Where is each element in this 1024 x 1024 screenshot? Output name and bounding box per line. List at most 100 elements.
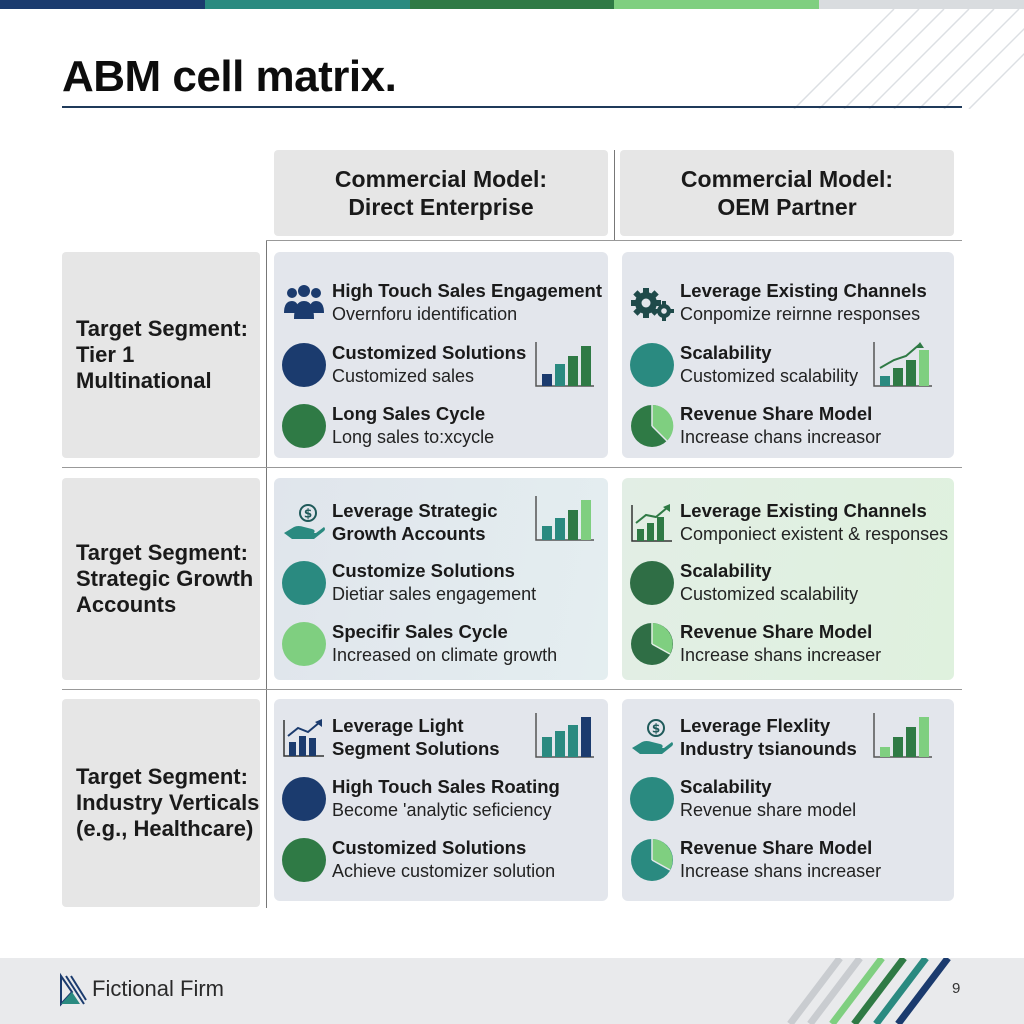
mini-bar-chart-icon	[535, 496, 594, 541]
gears-icon	[630, 281, 674, 325]
svg-text:$: $	[652, 722, 660, 736]
item-title: Leverage Existing Channels	[680, 500, 927, 521]
cell-item: Specifir Sales Cycle Increased on climat…	[274, 619, 608, 669]
page-title: ABM cell matrix.	[62, 52, 397, 101]
item-title: Revenue Share Model	[680, 621, 873, 642]
item-subtitle: Overnforu identification	[332, 304, 518, 324]
pie-icon	[630, 404, 674, 448]
cell-item: Scalability Revenue share model	[622, 774, 954, 824]
decorative-hatch-top-right	[793, 9, 1024, 109]
column-header-label: Commercial Model: Direct Enterprise	[334, 166, 548, 220]
item-subtitle: Segment Solutions	[332, 738, 500, 759]
row-header-label: Target Segment: Strategic Growth Account…	[76, 540, 254, 617]
svg-text:$: $	[304, 507, 312, 521]
grid-line-horizontal	[266, 240, 962, 241]
item-title: Leverage Flexlity	[680, 715, 831, 736]
teal-circle-icon	[630, 343, 674, 387]
item-title: Revenue Share Model	[680, 837, 873, 858]
grid-line-vertical	[266, 240, 267, 908]
item-subtitle: Dietiar sales engagement	[332, 584, 537, 604]
decorative-hatch-bottom-right	[787, 958, 951, 1024]
item-subtitle: Increased on climate growth	[332, 645, 558, 665]
matrix-cell-strategic-oem: Leverage Existing Channels Componiect ex…	[622, 478, 954, 680]
cell-item: Scalability Customized scalability	[622, 340, 954, 390]
item-subtitle: Componiect existent & responses	[680, 524, 949, 544]
item-subtitle: Increase shans increaser	[680, 645, 882, 665]
matrix-cell-industry-oem: $ Leverage Flexlity Industry tsianounds …	[622, 699, 954, 901]
row-header-strategic-growth: Target Segment: Strategic Growth Account…	[62, 478, 260, 680]
mini-bar-chart-icon	[535, 713, 594, 758]
cell-item: Customize Solutions Dietiar sales engage…	[274, 558, 608, 608]
item-title: High Touch Sales Engagement	[332, 280, 603, 301]
grid-line-horizontal	[62, 689, 962, 690]
item-title: Customize Solutions	[332, 560, 515, 581]
matrix-cell-industry-direct: Leverage Light Segment Solutions High To…	[274, 699, 608, 901]
item-subtitle: Customized sales	[332, 366, 475, 386]
top-accent-bar	[0, 0, 1024, 9]
people-group-icon	[282, 281, 326, 325]
matrix-cell-tier1-oem: Leverage Existing Channels Conpomize rei…	[622, 252, 954, 458]
column-header-direct-enterprise: Commercial Model: Direct Enterprise	[274, 150, 608, 236]
item-title: Customized Solutions	[332, 342, 527, 363]
navy-circle-icon	[282, 777, 326, 821]
cell-item: $ Leverage Flexlity Industry tsianounds	[622, 713, 954, 763]
cell-item: Revenue Share Model Increase shans incre…	[622, 619, 954, 669]
pie-icon	[630, 838, 674, 882]
item-subtitle: Increase shans increaser	[680, 861, 882, 881]
cell-item: Scalability Customized scalability	[622, 558, 954, 608]
cell-item: Customized Solutions Achieve customizer …	[274, 835, 608, 885]
teal-circle-icon	[630, 777, 674, 821]
matrix-cell-strategic-direct: $ Leverage Strategic Growth Accounts Cus…	[274, 478, 608, 680]
teal-circle-icon	[282, 561, 326, 605]
row-header-industry-verticals: Target Segment: Industry Verticals (e.g.…	[62, 699, 260, 907]
item-subtitle: Long sales to:xcycle	[332, 427, 495, 447]
item-title: Scalability	[680, 342, 772, 363]
item-subtitle: Revenue share model	[680, 800, 857, 820]
cell-item: Long Sales Cycle Long sales to:xcycle	[274, 401, 608, 451]
item-subtitle: Become 'analytic seficiency	[332, 800, 552, 820]
green-circle-icon	[282, 838, 326, 882]
page-number: 9	[952, 980, 961, 997]
item-subtitle: Industry tsianounds	[680, 738, 857, 759]
light-green-circle-icon	[282, 622, 326, 666]
footer-brand: Fictional Firm	[92, 976, 225, 1001]
cell-item: Leverage Light Segment Solutions	[274, 713, 608, 763]
cell-item: Leverage Existing Channels Conpomize rei…	[622, 278, 954, 328]
item-title: Scalability	[680, 776, 772, 797]
item-subtitle: Conpomize reirnne responses	[680, 304, 921, 324]
firm-logo-icon	[60, 972, 87, 1007]
cell-item: High Touch Sales Roating Become 'analyti…	[274, 774, 608, 824]
cell-item: Customized Solutions Customized sales	[274, 340, 608, 390]
grid-line-vertical	[614, 150, 615, 240]
item-title: Leverage Strategic	[332, 500, 498, 521]
pie-icon	[630, 622, 674, 666]
footer-bar: Fictional Firm 9	[0, 958, 1024, 1024]
grid-line-horizontal	[62, 467, 962, 468]
cell-item: Revenue Share Model Increase chans incre…	[622, 401, 954, 451]
bar-arrow-icon	[630, 501, 674, 545]
hand-dollar-icon: $	[630, 716, 674, 760]
navy-circle-icon	[282, 343, 326, 387]
item-title: Scalability	[680, 560, 772, 581]
row-header-label: Target Segment: Tier 1 Multinational	[76, 316, 248, 393]
item-title: Customized Solutions	[332, 837, 527, 858]
row-header-tier1: Target Segment: Tier 1 Multinational	[62, 252, 260, 458]
column-header-oem-partner: Commercial Model: OEM Partner	[620, 150, 954, 236]
item-title: Specifir Sales Cycle	[332, 621, 508, 642]
green-circle-icon	[282, 404, 326, 448]
cell-item: $ Leverage Strategic Growth Accounts	[274, 498, 608, 548]
row-header-label: Target Segment: Industry Verticals (e.g.…	[76, 764, 260, 841]
column-header-label: Commercial Model: OEM Partner	[680, 166, 894, 220]
cell-item: High Touch Sales Engagement Overnforu id…	[274, 278, 608, 328]
hand-dollar-icon: $	[282, 501, 326, 545]
item-subtitle: Growth Accounts	[332, 523, 486, 544]
cell-item: Revenue Share Model Increase shans incre…	[622, 835, 954, 885]
title-divider	[62, 106, 962, 108]
matrix-cell-tier1-direct: High Touch Sales Engagement Overnforu id…	[274, 252, 608, 458]
item-title: Leverage Light	[332, 715, 464, 736]
mini-bar-chart-icon	[873, 713, 932, 758]
item-subtitle: Achieve customizer solution	[332, 861, 556, 881]
item-title: Revenue Share Model	[680, 403, 873, 424]
item-title: High Touch Sales Roating	[332, 776, 560, 797]
bar-arrow-icon	[282, 716, 326, 760]
